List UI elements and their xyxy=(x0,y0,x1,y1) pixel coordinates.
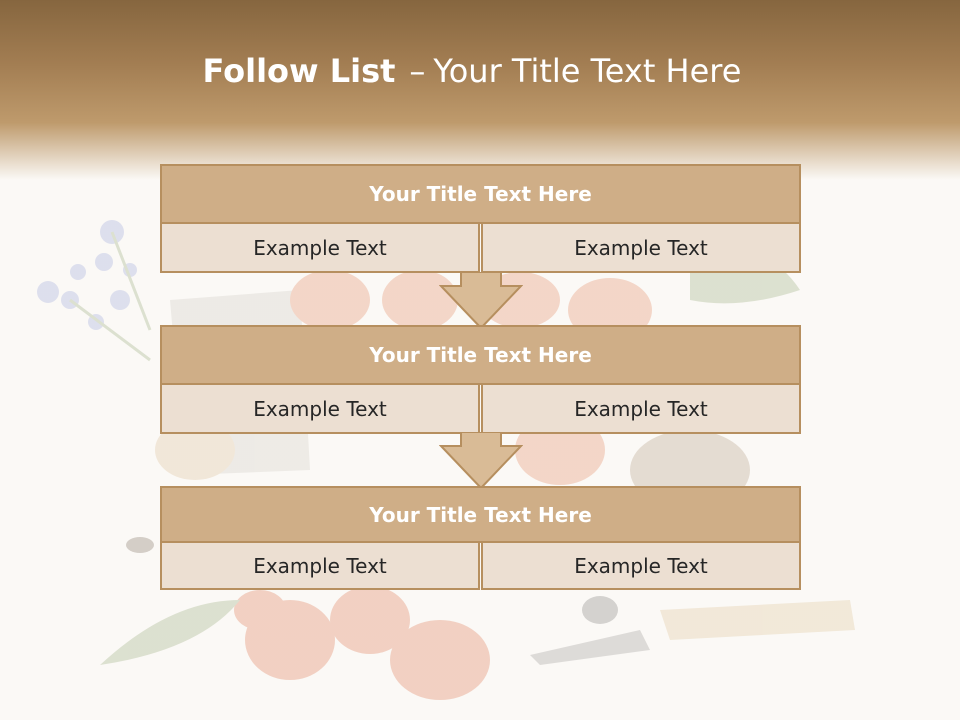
block-cell-right[interactable]: Example Text xyxy=(481,541,801,590)
header-band xyxy=(0,0,960,180)
list-block-3: Your Title Text Here Example Text Exampl… xyxy=(160,486,801,593)
block-cell-left[interactable]: Example Text xyxy=(160,383,480,434)
list-block-1: Your Title Text Here Example Text Exampl… xyxy=(160,164,801,273)
block-title[interactable]: Your Title Text Here xyxy=(160,486,801,543)
block-cell-left[interactable]: Example Text xyxy=(160,222,480,273)
block-title[interactable]: Your Title Text Here xyxy=(160,325,801,385)
list-block-2: Your Title Text Here Example Text Exampl… xyxy=(160,325,801,434)
block-cell-right[interactable]: Example Text xyxy=(481,222,801,273)
block-cell-right[interactable]: Example Text xyxy=(481,383,801,434)
down-arrow-icon xyxy=(439,272,523,330)
slide-title: Follow List–Your Title Text Here xyxy=(0,52,944,90)
title-dash: – xyxy=(409,52,426,90)
title-rest-text: Your Title Text Here xyxy=(433,52,742,90)
down-arrow-icon xyxy=(439,432,523,490)
block-title[interactable]: Your Title Text Here xyxy=(160,164,801,224)
title-bold-text: Follow List xyxy=(202,52,396,90)
block-cell-left[interactable]: Example Text xyxy=(160,541,480,590)
